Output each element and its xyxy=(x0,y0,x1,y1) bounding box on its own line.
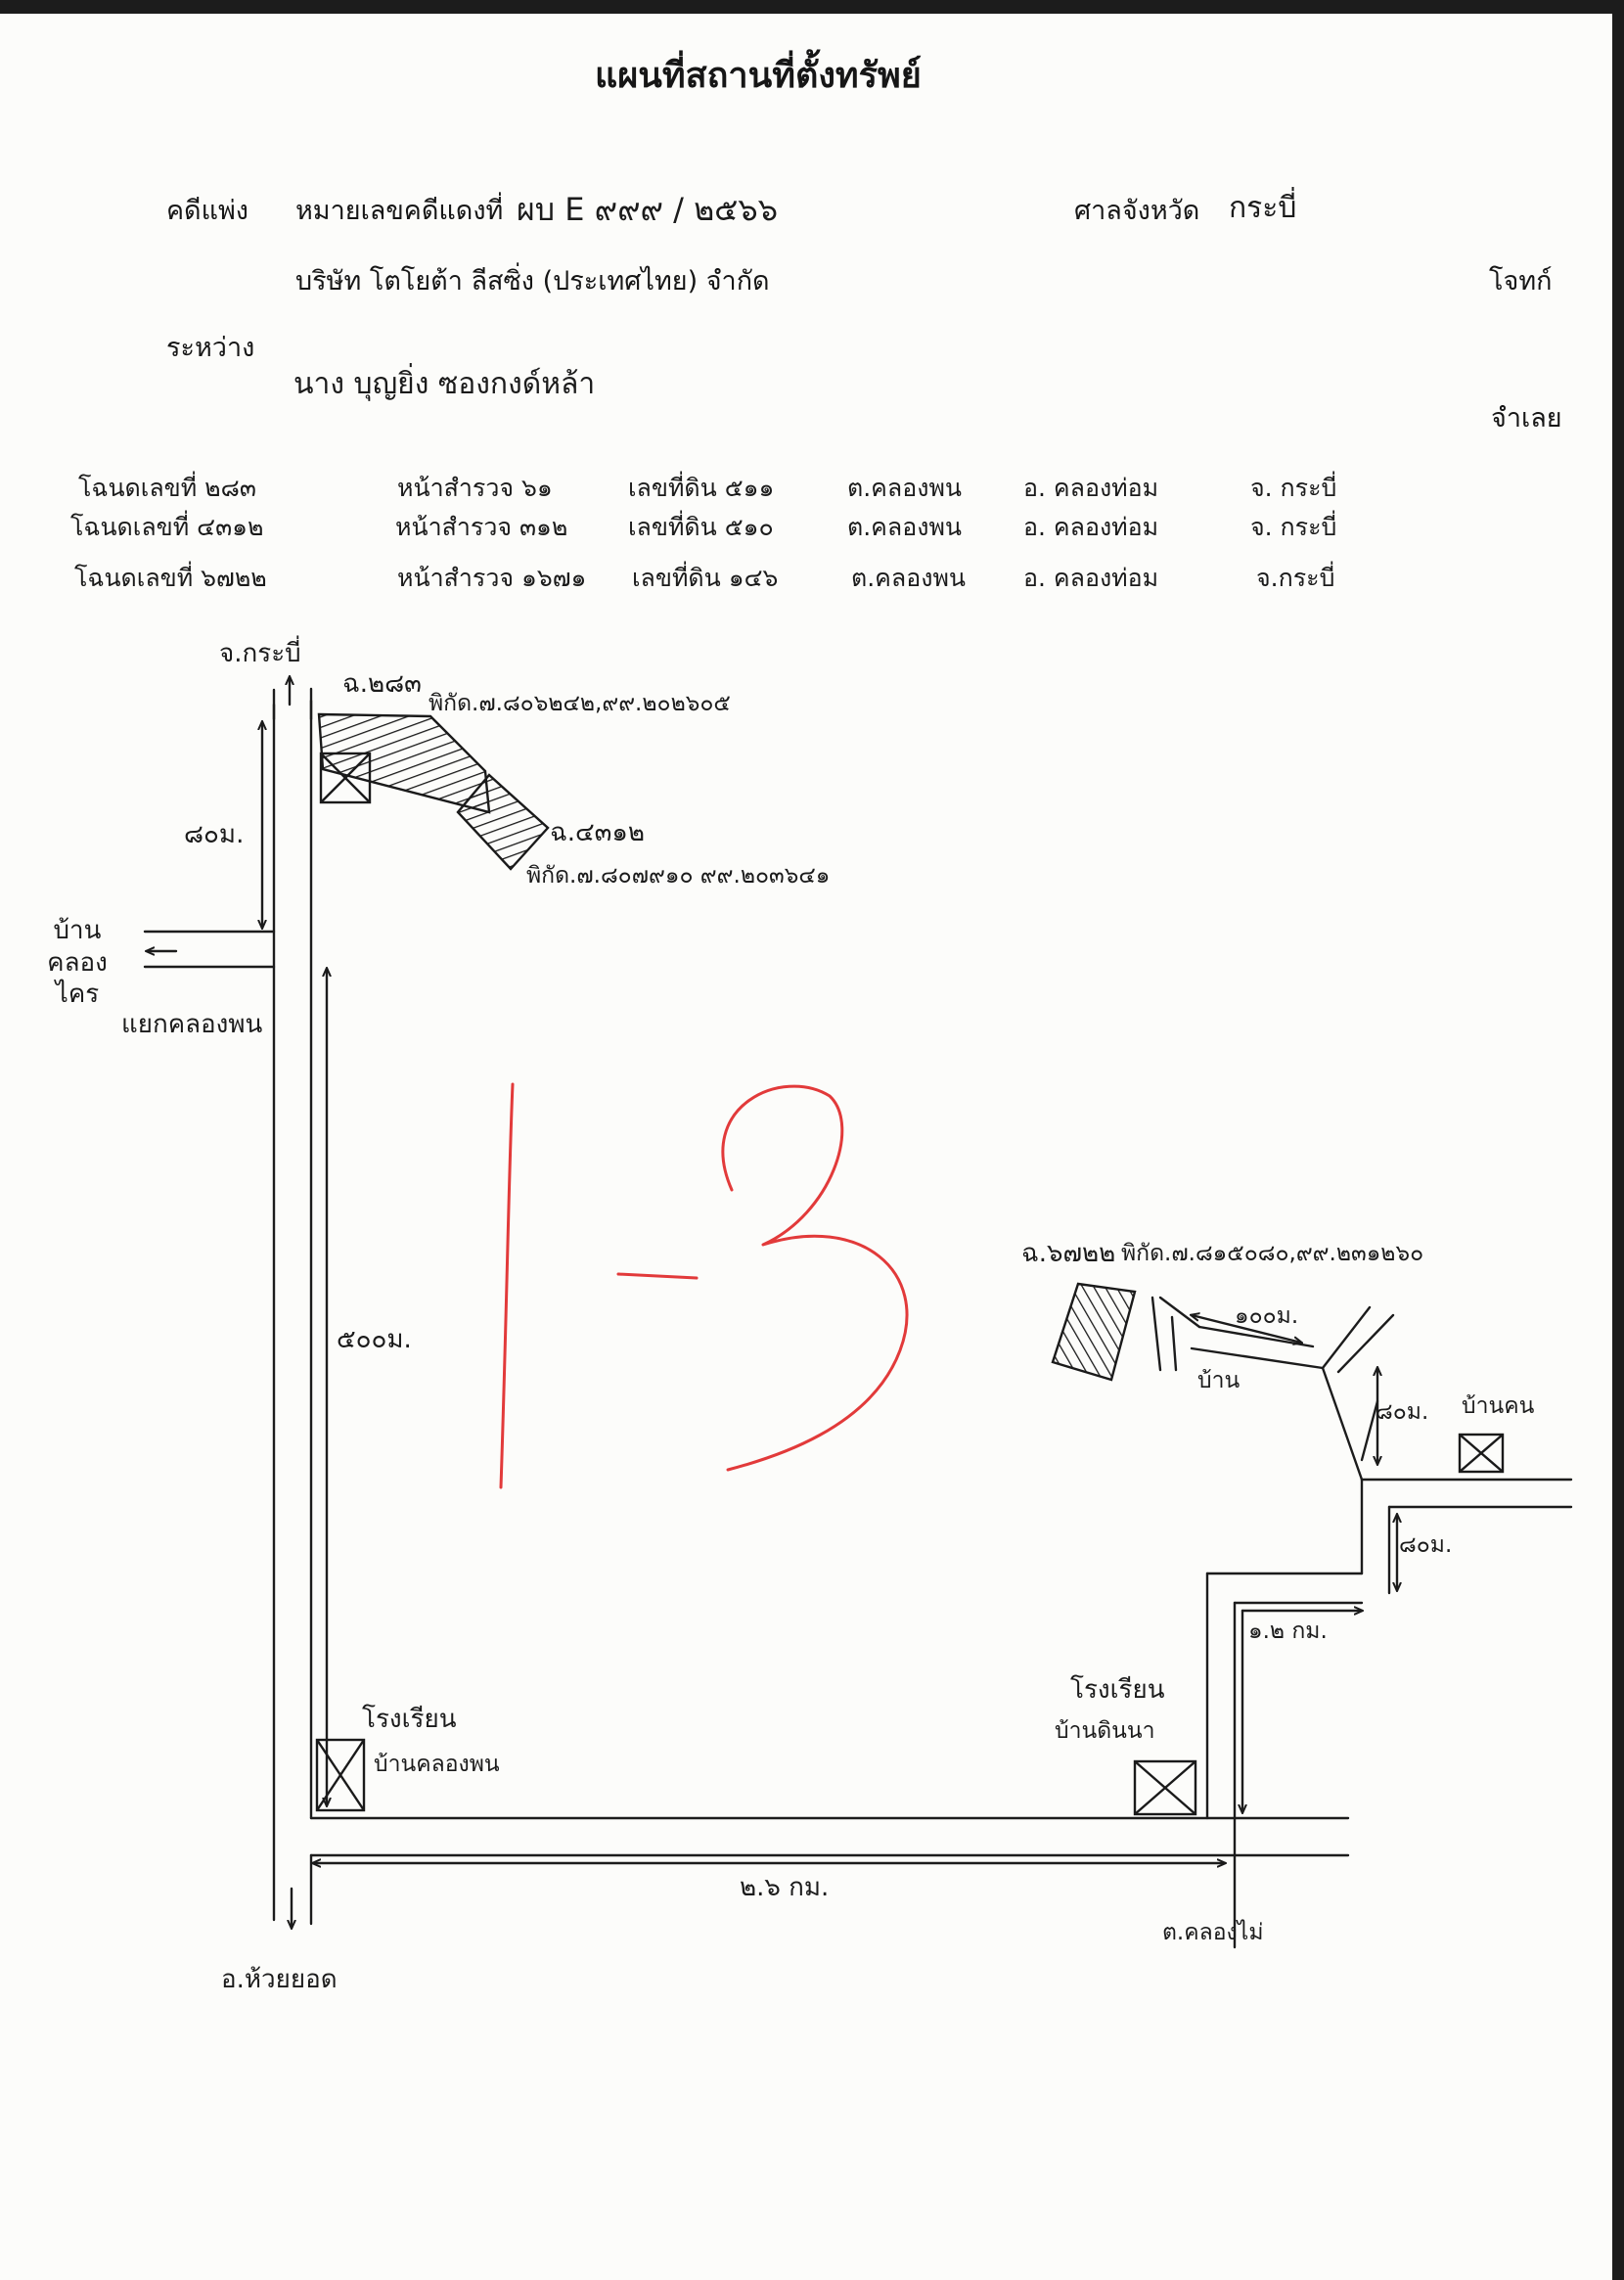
house-icon xyxy=(319,752,372,804)
case-number-value: ผบ E ๙๙๙ / ๒๕๖๖ xyxy=(517,191,778,228)
distance-1-2km: ๑.๒ กม. xyxy=(1248,1619,1328,1644)
parcel-4312-label: ฉ.๔๓๑๒ xyxy=(550,818,646,847)
survey-page: หน้าสำรวจ ๖๑ xyxy=(397,474,553,502)
survey-page: หน้าสำรวจ ๓๑๒ xyxy=(395,513,568,541)
tambon: ต.คลองพน xyxy=(847,474,963,502)
land-number: เลขที่ดิน ๑๔๖ xyxy=(632,564,779,592)
parcel-6722-coordinates: พิกัด.๗.๘๑๕๐๘๐,๙๙.๒๓๑๒๖๐ xyxy=(1121,1241,1424,1266)
scan-edge-top xyxy=(0,0,1624,14)
parcel-6722-label: ฉ.๖๗๒๒ xyxy=(1021,1239,1116,1268)
deed-number: โฉนดเลขที่ ๔๓๑๒ xyxy=(70,513,264,541)
scan-edge-right xyxy=(1612,0,1624,2280)
house-label: บ้าน xyxy=(1197,1368,1241,1393)
province: จ. กระบี่ xyxy=(1250,513,1337,541)
parcel-4312-area xyxy=(456,773,550,871)
school-2-name-line1: โรงเรียน xyxy=(1070,1675,1165,1705)
defendant-role: จำเลย xyxy=(1491,403,1562,433)
plaintiff-role: โจทก์ xyxy=(1489,266,1553,296)
school-icon xyxy=(1133,1759,1197,1816)
distance-80m-right: ๘๐ม. xyxy=(1376,1399,1429,1425)
survey-page: หน้าสำรวจ ๑๖๗๑ xyxy=(397,564,587,592)
north-destination-label: จ.กระบี่ xyxy=(219,639,301,668)
school-icon xyxy=(315,1738,366,1812)
case-type: คดีแพ่ง xyxy=(166,196,248,226)
school-2-name-line2: บ้านดินนา xyxy=(1055,1718,1155,1744)
distance-2-6km: ๒.๖ กม. xyxy=(740,1873,830,1902)
parcel-283-label: ฉ.๒๘๓ xyxy=(342,669,422,699)
distance-500m: ๕๐๐ม. xyxy=(337,1325,412,1354)
amphoe: อ. คลองท่อม xyxy=(1023,564,1159,592)
page-marker-handwritten xyxy=(499,1082,909,1489)
junction-label: แยกคลองพน xyxy=(121,1010,263,1039)
parcel-283-coordinates: พิกัด.๗.๘๐๖๒๔๒,๙๙.๒๐๒๖๐๕ xyxy=(429,691,731,716)
between-label: ระหว่าง xyxy=(166,333,255,363)
distance-80m-lower: ๘๐ม. xyxy=(1399,1532,1453,1558)
tambon: ต.คลองพน xyxy=(851,564,967,592)
parcel-283-area xyxy=(317,712,491,814)
school-1-name-line1: โรงเรียน xyxy=(362,1705,457,1734)
province: จ.กระบี่ xyxy=(1256,564,1335,592)
parcel-6722-area xyxy=(1051,1282,1137,1382)
case-number-label: หมายเลขคดีแดงที่ xyxy=(295,196,504,226)
defendant-name: นาง บุญยิ่ง ซองกงด์หล้า xyxy=(293,367,596,401)
distance-80m-top: ๘๐ม. xyxy=(184,820,245,849)
ban-khon-label: บ้านคน xyxy=(1462,1393,1535,1419)
parcel-4312-coordinates: พิกัด.๗.๘๐๗๙๑๐ ๙๙.๒๐๓๖๔๑ xyxy=(526,863,831,889)
document-sheet xyxy=(0,14,1612,2280)
south-destination-label: อ.ห้วยยอด xyxy=(221,1965,338,1994)
plaintiff-name: บริษัท โตโยต้า ลีสซิ่ง (ประเทศไทย) จำกัด xyxy=(295,266,770,296)
bottom-right-location-label: ต.คลองไม่ xyxy=(1162,1920,1264,1945)
house-icon xyxy=(1458,1433,1505,1474)
deed-number: โฉนดเลขที่ ๒๘๓ xyxy=(78,474,257,502)
village-label: บ้าน คลองไคร xyxy=(47,916,108,1009)
province: จ. กระบี่ xyxy=(1250,474,1337,502)
court-value: กระบี่ xyxy=(1229,191,1297,225)
page-title: แผนที่สถานที่ตั้งทรัพย์ xyxy=(595,56,922,96)
amphoe: อ. คลองท่อม xyxy=(1023,474,1159,502)
court-label: ศาลจังหวัด xyxy=(1074,196,1200,226)
distance-100m: ๑๐๐ม. xyxy=(1235,1303,1299,1329)
amphoe: อ. คลองท่อม xyxy=(1023,513,1159,541)
deed-number: โฉนดเลขที่ ๖๗๒๒ xyxy=(74,564,267,592)
tambon: ต.คลองพน xyxy=(847,513,963,541)
school-1-name-line2: บ้านคลองพน xyxy=(374,1752,500,1777)
land-number: เลขที่ดิน ๕๑๑ xyxy=(628,474,775,502)
land-number: เลขที่ดิน ๕๑๐ xyxy=(628,513,774,541)
